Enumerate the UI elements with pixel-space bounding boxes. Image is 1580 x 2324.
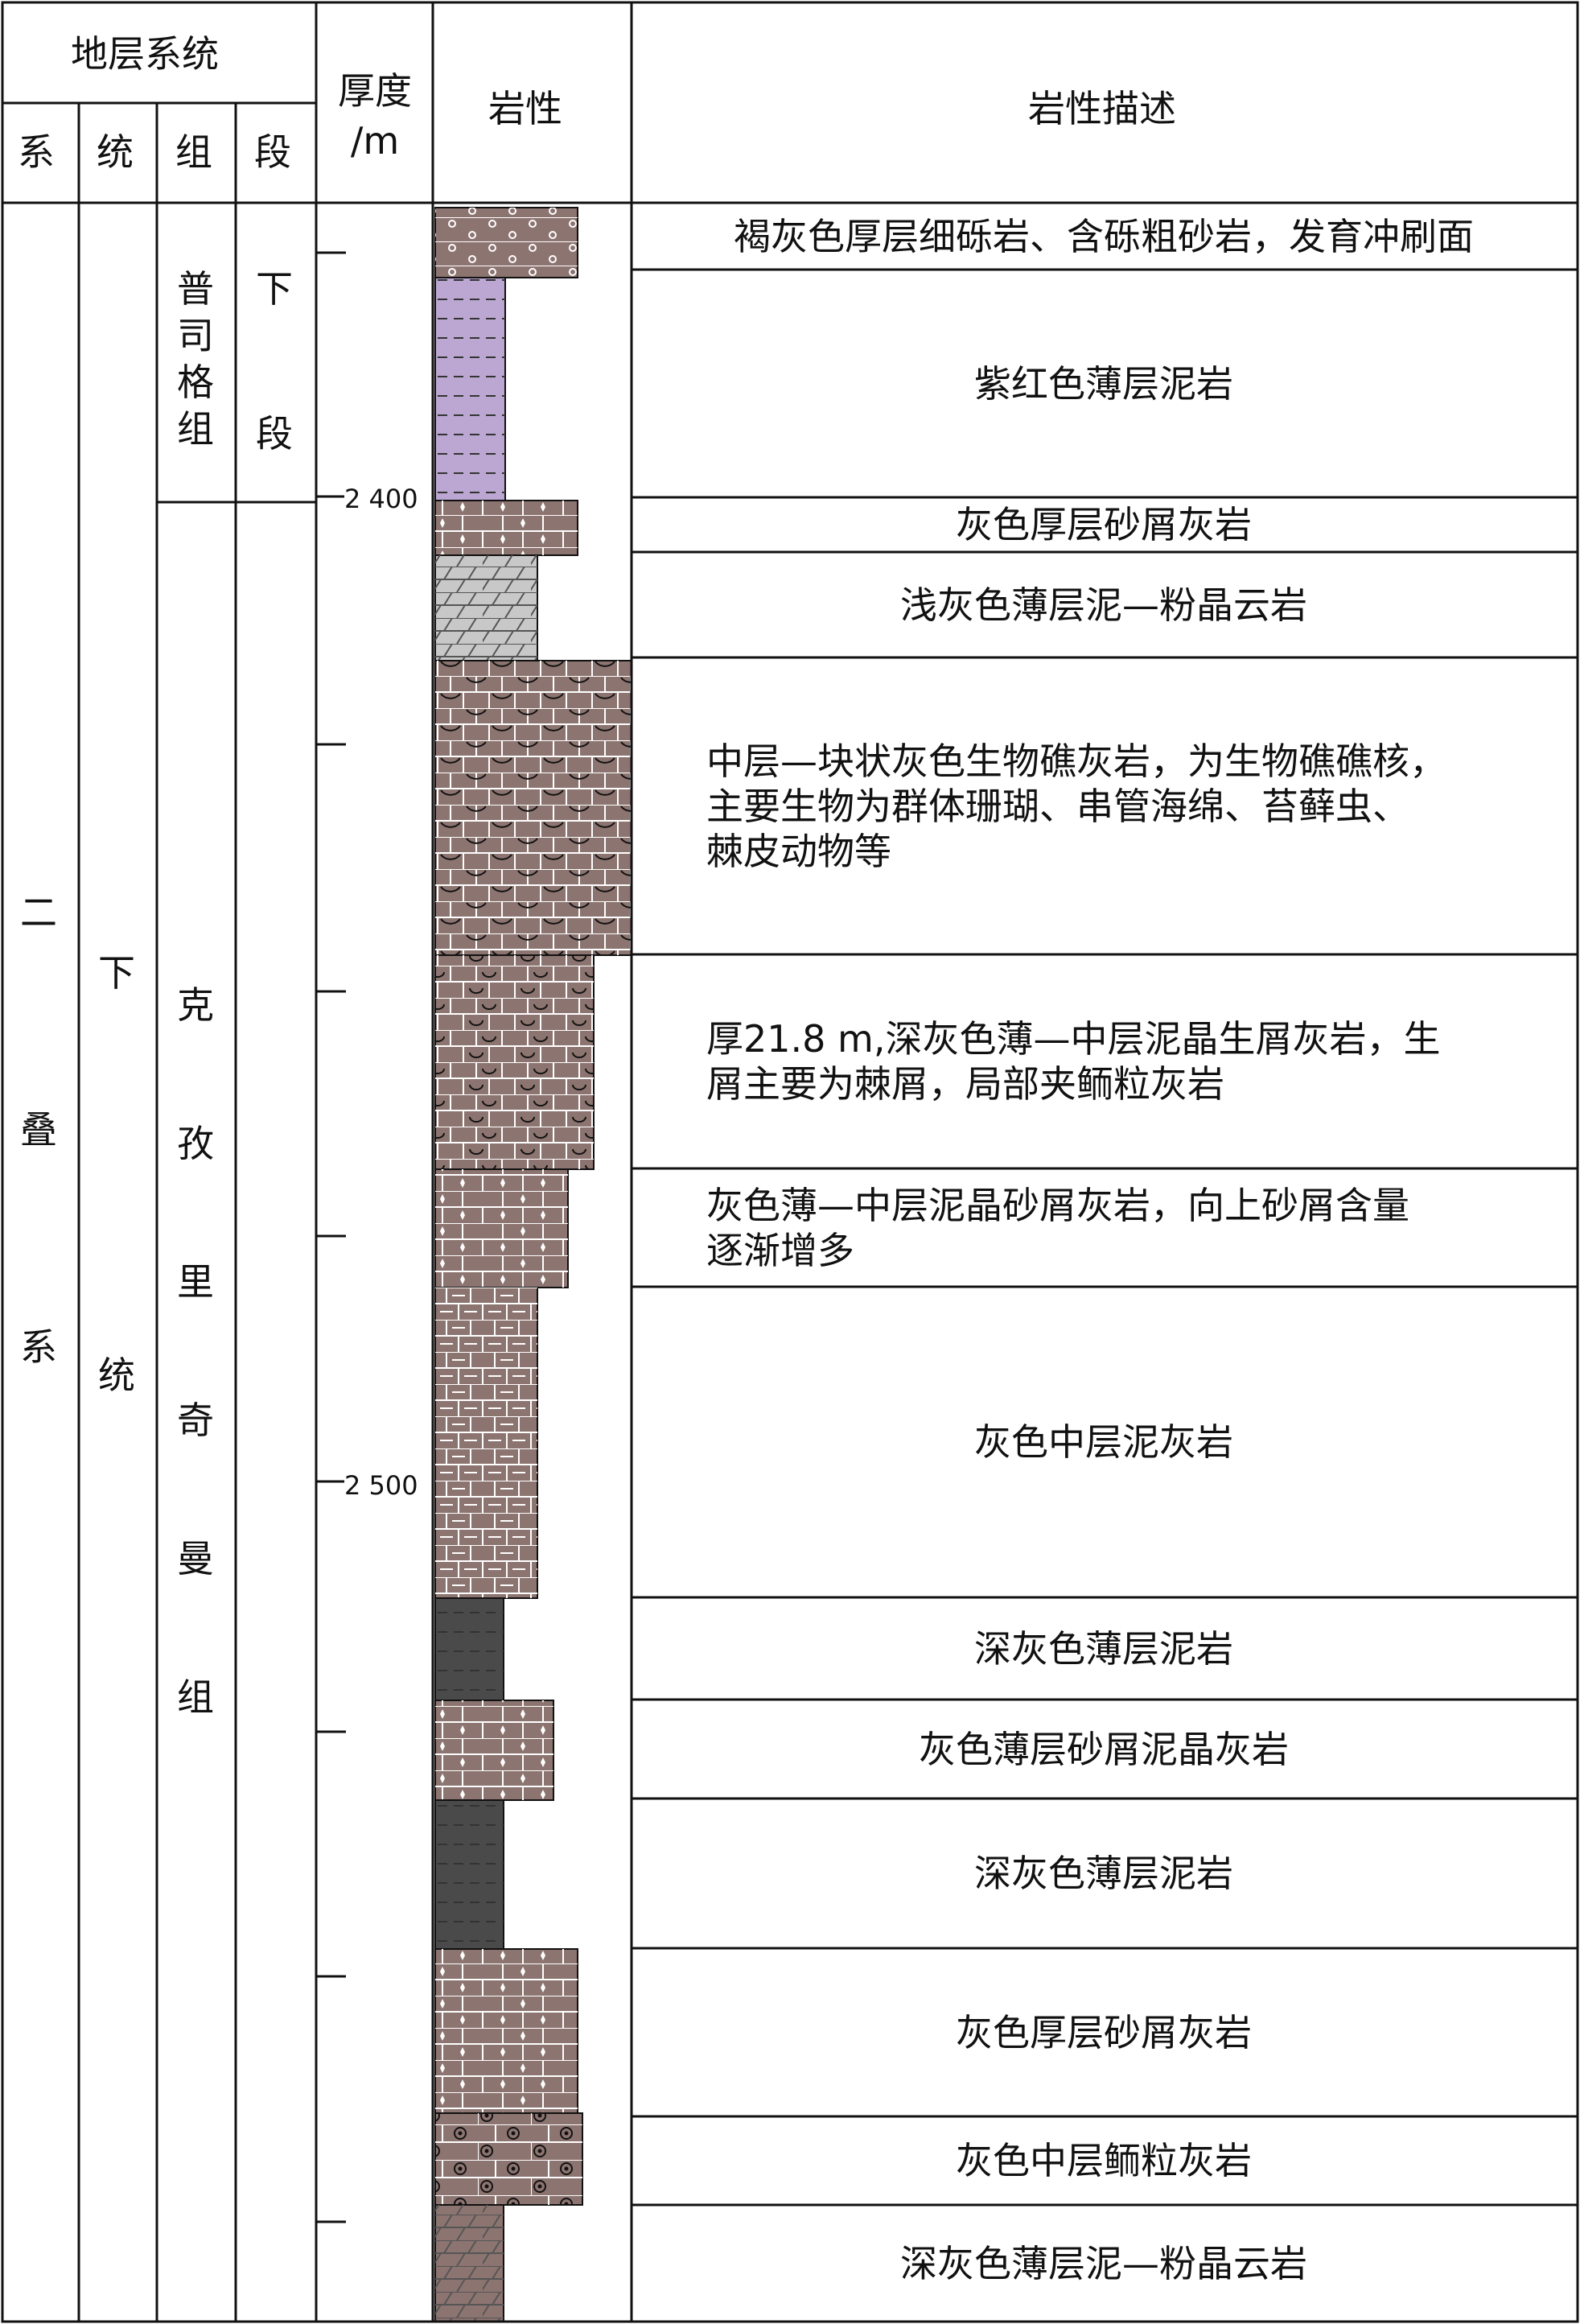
lithology-pattern-marl [435, 1288, 537, 1598]
lithology-column [434, 207, 632, 2322]
member-upper-label: 下段 [252, 266, 297, 555]
header-series: 统 [97, 130, 134, 174]
description-row: 中层—块状灰色生物礁灰岩，为生物礁礁核， 主要生物为群体珊瑚、串管海绵、苔藓虫、… [636, 657, 1572, 954]
unit-char: 组 [177, 1675, 214, 1719]
unit-char: 二 [20, 891, 57, 934]
lithology-pattern-oolitic [435, 2113, 582, 2205]
lithology-pattern-dolomite [435, 2205, 504, 2322]
unit-char: 组 [177, 407, 214, 451]
lithology-pattern-calcarenite [435, 1169, 568, 1288]
unit-char: 曼 [177, 1537, 214, 1580]
description-row: 灰色厚层砂屑灰岩 [636, 497, 1572, 552]
header-lithology: 岩性 [488, 87, 562, 130]
lithology-pattern-reef [435, 661, 632, 955]
unit-char: 司 [177, 314, 214, 357]
description-text: 厚21.8 m,深灰色薄—中层泥晶生屑灰岩，生 屑主要为棘屑，局部夹鲕粒灰岩 [706, 1017, 1441, 1106]
unit-char: 普 [177, 267, 214, 311]
unit-char: 克 [177, 983, 214, 1027]
description-text: 浅灰色薄层泥—粉晶云岩 [900, 583, 1307, 627]
unit-char: 段 [256, 412, 293, 455]
header-thickness: 厚度 /m [338, 69, 412, 163]
header-member: 段 [254, 130, 291, 174]
lithology-pattern-dolomite [435, 555, 537, 661]
lithology-pattern-mudstone [435, 1800, 504, 1949]
description-text: 紫红色薄层泥岩 [974, 361, 1233, 406]
formation-lower-label: 克孜里奇曼组 [173, 982, 218, 1812]
depth-ticks [316, 251, 346, 2223]
unit-char: 统 [98, 1354, 135, 1397]
description-row: 灰色薄层砂屑泥晶灰岩 [636, 1700, 1572, 1799]
description-text: 灰色厚层砂屑灰岩 [956, 503, 1252, 546]
lithology-pattern-mudstone [435, 278, 505, 501]
description-row: 褐灰色厚层细砾岩、含砾粗砂岩，发育冲刷面 [636, 203, 1572, 270]
unit-char: 孜 [177, 1122, 214, 1165]
header-stratigraphy: 地层系统 [71, 32, 219, 76]
description-text: 灰色中层泥灰岩 [974, 1420, 1233, 1464]
description-text: 中层—块状灰色生物礁灰岩，为生物礁礁核， 主要生物为群体珊瑚、串管海绵、苔藓虫、… [706, 739, 1446, 873]
description-text: 灰色薄—中层泥晶砂屑灰岩，向上砂屑含量 逐渐增多 [706, 1183, 1409, 1272]
description-row: 紫红色薄层泥岩 [636, 270, 1572, 497]
lithology-pattern-mudstone [435, 1598, 504, 1700]
formation-upper-label: 普司格组 [173, 266, 218, 452]
unit-char: 系 [20, 1325, 57, 1369]
description-row: 厚21.8 m,深灰色薄—中层泥晶生屑灰岩，生 屑主要为棘屑，局部夹鲕粒灰岩 [636, 954, 1572, 1168]
description-text: 褐灰色厚层细砾岩、含砾粗砂岩，发育冲刷面 [734, 214, 1474, 258]
unit-char: 下 [256, 267, 293, 311]
header-system: 系 [18, 130, 55, 174]
lithology-pattern-calcarenite [435, 501, 578, 555]
system-label: 二叠系 [16, 889, 61, 1541]
depth-label-2500: 2 500 [344, 1470, 418, 1501]
unit-char: 下 [98, 951, 135, 995]
lithology-pattern-conglomerate [435, 208, 578, 278]
description-row: 深灰色薄层泥岩 [636, 1799, 1572, 1948]
header-description: 岩性描述 [1028, 87, 1176, 130]
description-text: 深灰色薄层泥—粉晶云岩 [900, 2241, 1307, 2285]
description-row: 深灰色薄层泥岩 [636, 1597, 1572, 1700]
unit-char: 叠 [20, 1108, 57, 1152]
lithology-pattern-bioclastic [435, 955, 594, 1169]
unit-char: 格 [177, 361, 214, 404]
description-row: 灰色厚层砂屑灰岩 [636, 1948, 1572, 2116]
description-row: 灰色中层鲕粒灰岩 [636, 2116, 1572, 2205]
description-text: 灰色厚层砂屑灰岩 [956, 2010, 1252, 2054]
description-row: 灰色薄—中层泥晶砂屑灰岩，向上砂屑含量 逐渐增多 [636, 1168, 1572, 1287]
series-label: 下统 [94, 950, 139, 1754]
header-formation: 组 [175, 130, 212, 174]
lithology-pattern-calcarenite [435, 1949, 578, 2113]
description-row: 浅灰色薄层泥—粉晶云岩 [636, 552, 1572, 657]
description-text: 深灰色薄层泥岩 [974, 1626, 1233, 1671]
description-text: 灰色薄层砂屑泥晶灰岩 [919, 1727, 1289, 1771]
description-row: 灰色中层泥灰岩 [636, 1287, 1572, 1597]
lithology-pattern-calcarenite [435, 1700, 553, 1800]
description-row: 深灰色薄层泥—粉晶云岩 [636, 2205, 1572, 2322]
unit-char: 里 [177, 1260, 214, 1304]
unit-char: 奇 [177, 1399, 214, 1442]
description-text: 深灰色薄层泥岩 [974, 1852, 1233, 1895]
depth-label-2400: 2 400 [344, 484, 418, 514]
description-text: 灰色中层鲕粒灰岩 [956, 2139, 1252, 2182]
